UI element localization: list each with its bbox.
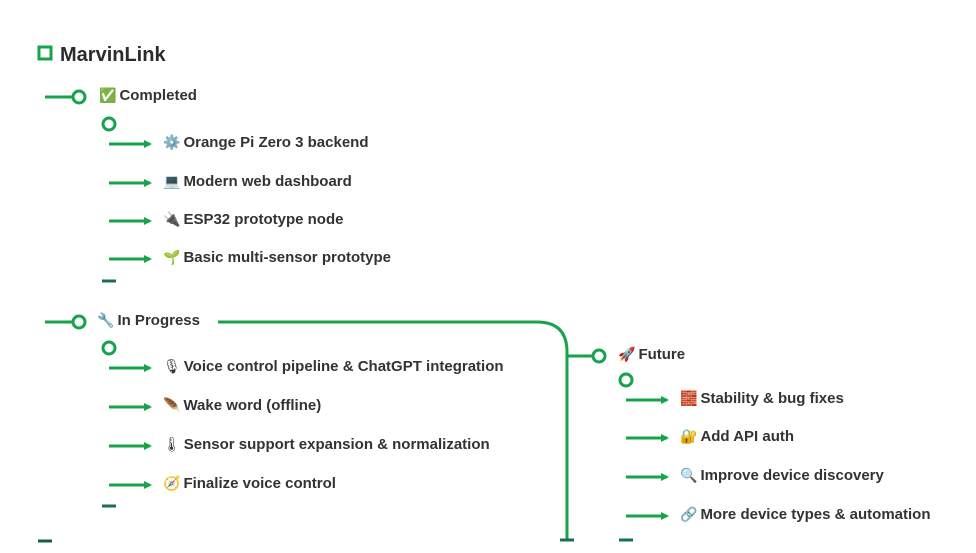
rocket-icon: 🚀: [618, 347, 636, 363]
check-icon: ✅: [99, 88, 117, 104]
future-node: [591, 348, 607, 364]
completed-item-4-label: Basic multi-sensor prototype: [183, 249, 391, 266]
completed-node: [71, 89, 87, 105]
brick-icon: 🧱: [680, 391, 698, 407]
completed-list-node: [101, 116, 117, 132]
thermometer-icon: 🌡: [163, 437, 181, 453]
laptop-icon: 💻: [163, 174, 181, 190]
in-progress-heading: 🔧In Progress: [97, 311, 200, 331]
in-progress-list-node: [101, 340, 117, 356]
magnifier-icon: 🔍: [680, 468, 698, 484]
in-progress-item-1-label: Voice control pipeline & ChatGPT integra…: [183, 358, 504, 375]
microphone-icon: 🎙: [163, 359, 181, 375]
plug-icon: 🔌: [163, 212, 181, 228]
future-label: Future: [638, 346, 686, 363]
future-item-1-label: Stability & bug fixes: [700, 390, 844, 407]
in-progress-item-3-label: Sensor support expansion & normalization: [183, 436, 490, 453]
wrench-icon: 🔧: [97, 313, 115, 329]
completed-item-3: 🔌ESP32 prototype node: [163, 210, 343, 230]
completed-item-3-label: ESP32 prototype node: [183, 211, 344, 228]
completed-item-1: ⚙️Orange Pi Zero 3 backend: [163, 133, 369, 153]
in-progress-item-4-label: Finalize voice control: [183, 475, 336, 492]
in-progress-item-2: 🪶Wake word (offline): [163, 396, 321, 416]
future-item-4: 🔗More device types & automation: [680, 505, 931, 525]
gear-icon: ⚙️: [163, 135, 181, 151]
diagram-title: MarvinLink: [60, 44, 166, 66]
in-progress-item-3: 🌡Sensor support expansion & normalizatio…: [163, 435, 490, 455]
in-progress-node: [71, 314, 87, 330]
compass-icon: 🧭: [163, 476, 181, 492]
future-item-3-label: Improve device discovery: [700, 467, 884, 484]
future-item-1: 🧱Stability & bug fixes: [680, 389, 844, 409]
completed-item-2-label: Modern web dashboard: [183, 173, 352, 190]
future-list-node: [618, 372, 634, 388]
in-progress-item-1: 🎙Voice control pipeline & ChatGPT integr…: [163, 357, 504, 377]
in-progress-item-4: 🧭Finalize voice control: [163, 474, 336, 494]
lock-icon: 🔐: [680, 429, 698, 445]
completed-item-1-label: Orange Pi Zero 3 backend: [183, 134, 369, 151]
future-item-2-label: Add API auth: [700, 428, 795, 445]
future-curve: [218, 320, 569, 540]
in-progress-label: In Progress: [117, 312, 200, 329]
completed-item-4: 🌱Basic multi-sensor prototype: [163, 248, 391, 268]
completed-heading: ✅Completed: [99, 86, 197, 106]
link-icon: 🔗: [680, 507, 698, 523]
future-item-3: 🔍Improve device discovery: [680, 466, 884, 486]
future-item-4-label: More device types & automation: [700, 506, 931, 523]
future-item-2: 🔐Add API auth: [680, 427, 794, 447]
seedling-icon: 🌱: [163, 250, 181, 266]
in-progress-item-2-label: Wake word (offline): [183, 397, 322, 414]
completed-item-2: 💻Modern web dashboard: [163, 172, 352, 192]
feather-icon: 🪶: [163, 398, 181, 414]
completed-label: Completed: [119, 87, 197, 104]
root-node: [37, 45, 53, 61]
future-heading: 🚀Future: [618, 345, 685, 365]
